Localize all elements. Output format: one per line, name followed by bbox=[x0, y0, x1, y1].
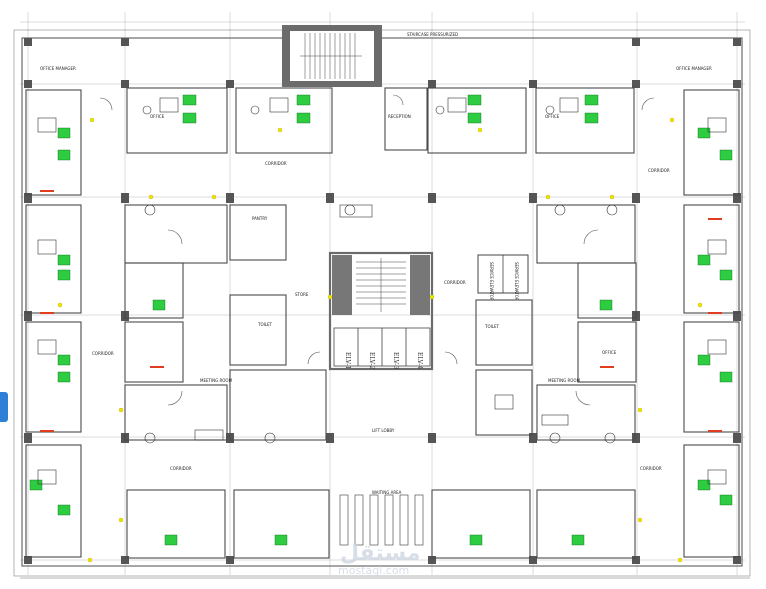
room-labels: OFFICE MANAGER OFFICE MANAGER CORRIDOR C… bbox=[40, 66, 712, 495]
elevator-label-4: ELV-4 bbox=[416, 352, 423, 369]
label-toilet-right: TOILET bbox=[484, 324, 500, 329]
label-meeting-right: MEETING ROOM bbox=[548, 378, 581, 383]
label-pantry: PANTRY bbox=[252, 216, 268, 221]
label-reception: RECEPTION bbox=[388, 114, 411, 119]
label-store: STORE bbox=[295, 292, 309, 297]
partitions bbox=[25, 87, 740, 559]
label-waiting: WAITING AREA bbox=[372, 490, 402, 495]
label-lift-lobby: LIFT LOBBY bbox=[372, 428, 395, 433]
label-corridor-top: CORRIDOR bbox=[265, 161, 287, 166]
label-office-right: OFFICE bbox=[602, 350, 617, 355]
grid-lines bbox=[20, 12, 745, 575]
central-core: ELV-1 ELV-2 ELV-3 ELV-4 bbox=[328, 251, 434, 371]
stair-core-top: STAIRCASE PRESSURIZED bbox=[282, 25, 458, 87]
label-office-top-4: OFFICE bbox=[545, 114, 560, 119]
label-corridor-center: CORRIDOR bbox=[444, 280, 466, 285]
open-plan-seating bbox=[339, 494, 424, 546]
label-corridor-left: CORRIDOR bbox=[92, 351, 114, 356]
service-elevators: SERVICE ELEVATOR SERVICE ELEVATOR bbox=[477, 254, 529, 301]
label-toilet-left: TOILET bbox=[257, 322, 273, 327]
service-elevator-label-2: SERVICE ELEVATOR bbox=[514, 262, 519, 301]
workstations-highlighted bbox=[29, 94, 733, 546]
watermark-logo: مستقل bbox=[340, 541, 420, 566]
label-corridor-bottom-left: CORRIDOR bbox=[170, 466, 192, 471]
label-office-manager-left: OFFICE MANAGER bbox=[40, 66, 76, 71]
door-swings bbox=[99, 94, 655, 406]
elevator-label-1: ELV-1 bbox=[344, 352, 351, 369]
watermark: مستقل mostaql.com bbox=[338, 541, 420, 577]
red-accents bbox=[40, 190, 722, 432]
watermark-url: mostaql.com bbox=[338, 564, 409, 577]
workstations bbox=[37, 97, 727, 485]
side-tab[interactable] bbox=[0, 392, 8, 422]
label-corridor-right: CORRIDOR bbox=[648, 168, 670, 173]
label-meeting-left: MEETING ROOM bbox=[200, 378, 233, 383]
service-elevator-label-1: SERVICE ELEVATOR bbox=[489, 262, 494, 301]
elevator-label-2: ELV-2 bbox=[368, 352, 375, 369]
electrical-markers bbox=[57, 117, 703, 563]
elevator-label-3: ELV-3 bbox=[392, 352, 399, 369]
label-office-top-1: OFFICE bbox=[150, 114, 165, 119]
label-corridor-bottom-right: CORRIDOR bbox=[640, 466, 662, 471]
label-office-manager-right: OFFICE MANAGER bbox=[676, 66, 712, 71]
stair-note: STAIRCASE PRESSURIZED bbox=[407, 32, 458, 37]
